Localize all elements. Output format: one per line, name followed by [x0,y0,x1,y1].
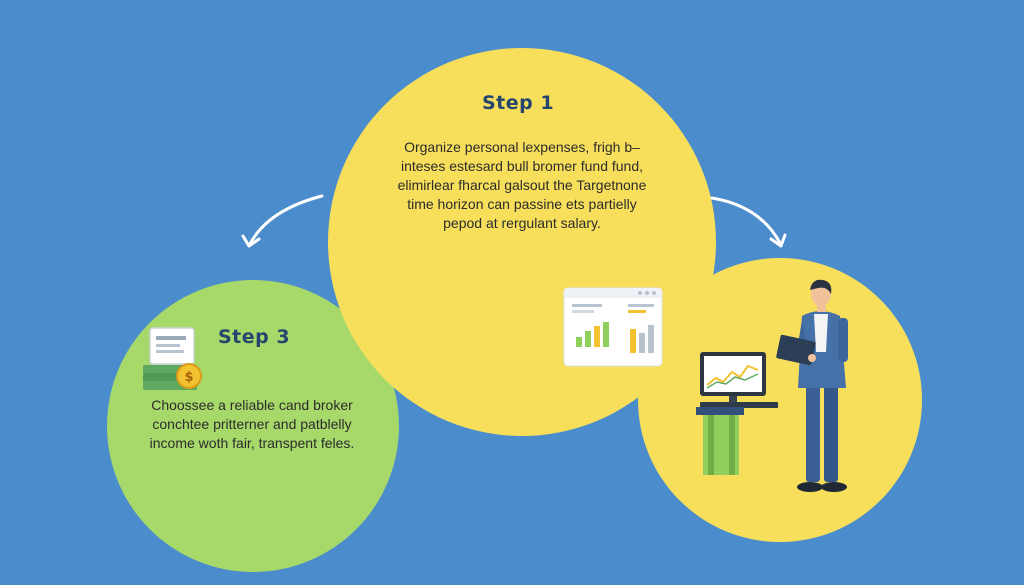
curved-arrow-icon [710,196,787,248]
step3-line: income woth fair, transpent feles. [149,435,355,451]
step3-line: conchtee pritterner and patblelly [152,416,352,432]
businessman-tablet-icon [776,279,848,492]
dashboard-chart-icon [563,287,663,367]
step1-description: Organize personal lexpenses, frigh b– in… [360,138,684,233]
step1-line: pepod at rergulant salary. [443,215,601,231]
money-card-coin-icon: $ [143,327,202,390]
step3-description: Choossee a reliable cand broker conchtee… [130,396,374,453]
svg-text:$: $ [184,370,193,385]
step3-title: Step 3 [218,326,291,348]
step1-title: Step 1 [482,92,555,114]
step1-line: inteses estesard bull bromer fund fund, [400,158,644,174]
trading-monitor-icon [696,352,778,475]
step1-circle [328,48,716,436]
step1-line: Organize personal lexpenses, frigh b– [404,139,640,155]
step1-line: time horizon can passine ets partielly [407,196,637,212]
step1-line: elimirlear fharcal galsout the Targetnon… [397,177,647,193]
curved-arrow-icon [241,194,324,248]
step3-line: Choossee a reliable cand broker [151,397,353,413]
